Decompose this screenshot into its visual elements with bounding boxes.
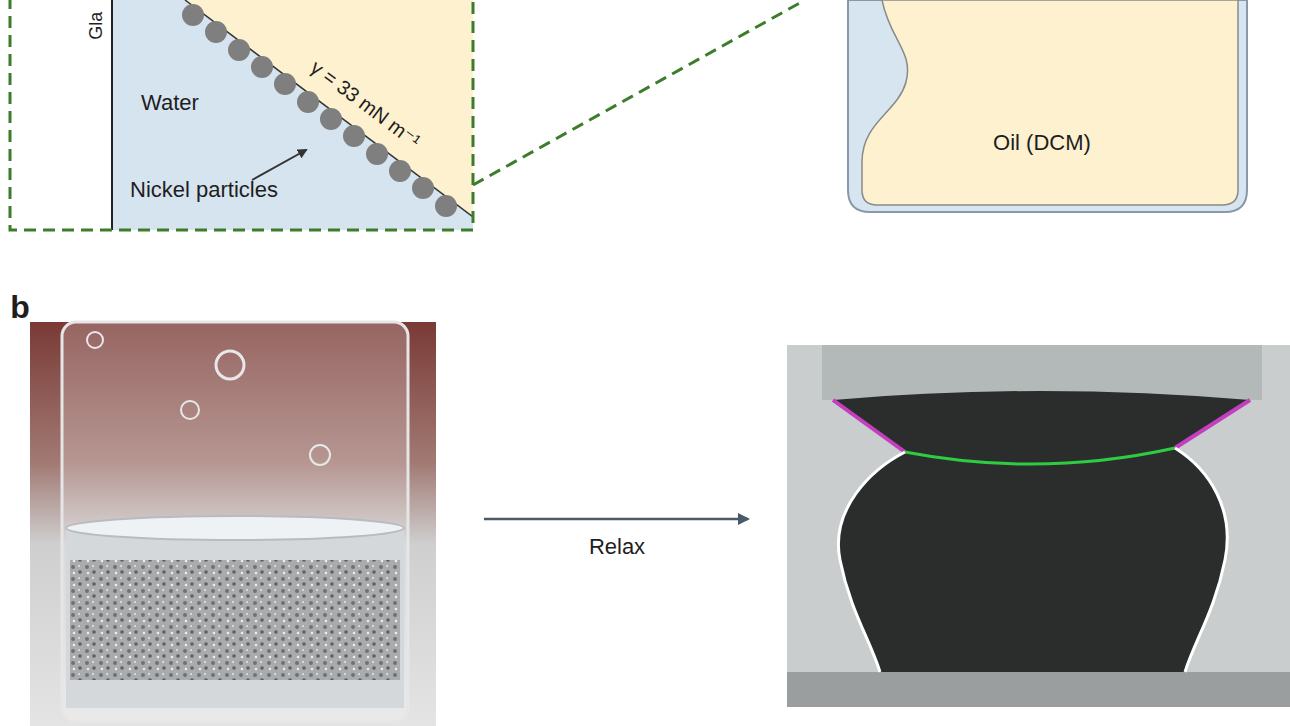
zoom-line bbox=[473, 0, 805, 185]
vial-water bbox=[848, 0, 1247, 212]
photo-before bbox=[30, 322, 436, 726]
interface-inset bbox=[112, 0, 473, 230]
relax-arrow bbox=[484, 518, 748, 521]
glass-wall bbox=[111, 0, 113, 230]
oil-label: Oil (DCM) bbox=[993, 130, 1091, 156]
water-region bbox=[112, 0, 473, 230]
oil-column bbox=[862, 0, 1238, 205]
arrow-label: Relax bbox=[589, 534, 645, 560]
leader-arrow bbox=[252, 150, 306, 180]
water-label: Water bbox=[141, 90, 199, 116]
inset-frame bbox=[10, 0, 473, 230]
particle-label: Nickel particles bbox=[130, 177, 280, 203]
glass-label: Gla bbox=[86, 12, 108, 40]
panel-letter: b bbox=[10, 288, 30, 326]
photo-after bbox=[787, 345, 1290, 707]
